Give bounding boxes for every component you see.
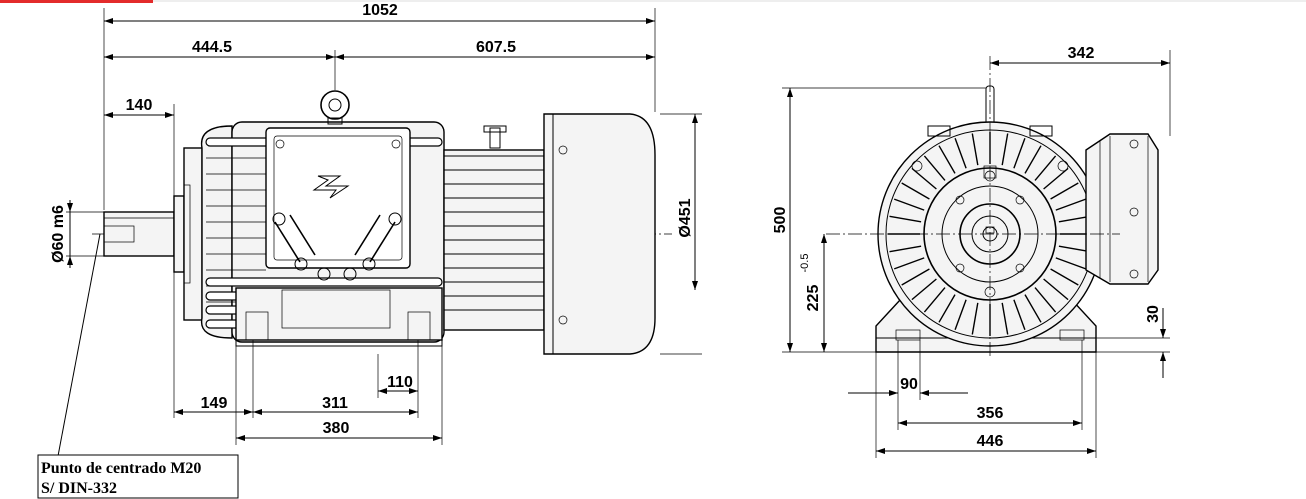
note-line-2: S/ DIN-332 bbox=[41, 480, 117, 497]
terminal-box bbox=[265, 127, 411, 281]
dim-foot-thickness: 30 bbox=[1145, 305, 1162, 323]
dim-foot-slot: 90 bbox=[900, 376, 918, 393]
dim-base-width: 446 bbox=[977, 433, 1004, 450]
accent-bar bbox=[0, 0, 153, 3]
motor-feet bbox=[235, 287, 443, 347]
dim-shaft-extension: 140 bbox=[126, 97, 153, 114]
end-terminal-box bbox=[1085, 133, 1159, 285]
dim-rear-section: 607.5 bbox=[476, 39, 516, 56]
side-dimensions bbox=[57, 8, 702, 457]
dim-end-foot-hole-spacing: 356 bbox=[977, 405, 1004, 422]
dim-shaft-height: 225 bbox=[805, 285, 822, 312]
dim-motor-diameter: Ø451 bbox=[677, 198, 694, 237]
note-line-1: Punto de centrado M20 bbox=[41, 460, 201, 477]
side-view: 1052 444.5 607.5 140 Ø60 m6 Ø451 149 311… bbox=[50, 2, 702, 457]
end-view: 342 500 225 -0.5 30 90 356 446 bbox=[772, 45, 1171, 458]
dim-flange-to-foot-hole: 149 bbox=[201, 395, 228, 412]
dim-width-top: 342 bbox=[1068, 45, 1095, 62]
shaft bbox=[103, 211, 175, 257]
dim-foot-hole-spacing: 311 bbox=[322, 395, 348, 412]
centering-note: Punto de centrado M20 S/ DIN-332 bbox=[37, 454, 239, 499]
dim-front-section: 444.5 bbox=[192, 39, 232, 56]
dim-shaft-height-tolerance: -0.5 bbox=[799, 254, 811, 273]
fan-cover bbox=[543, 113, 656, 355]
electrical-hazard-icon bbox=[312, 175, 350, 199]
dim-foot-length: 380 bbox=[323, 420, 350, 437]
end-dimensions bbox=[782, 50, 1171, 458]
lifting-eye bbox=[320, 90, 350, 125]
dim-overall-length: 1052 bbox=[362, 2, 398, 19]
dim-total-height: 500 bbox=[772, 207, 789, 234]
dim-shaft-diameter: Ø60 m6 bbox=[50, 205, 67, 263]
dim-foot-pad: 110 bbox=[387, 374, 413, 391]
